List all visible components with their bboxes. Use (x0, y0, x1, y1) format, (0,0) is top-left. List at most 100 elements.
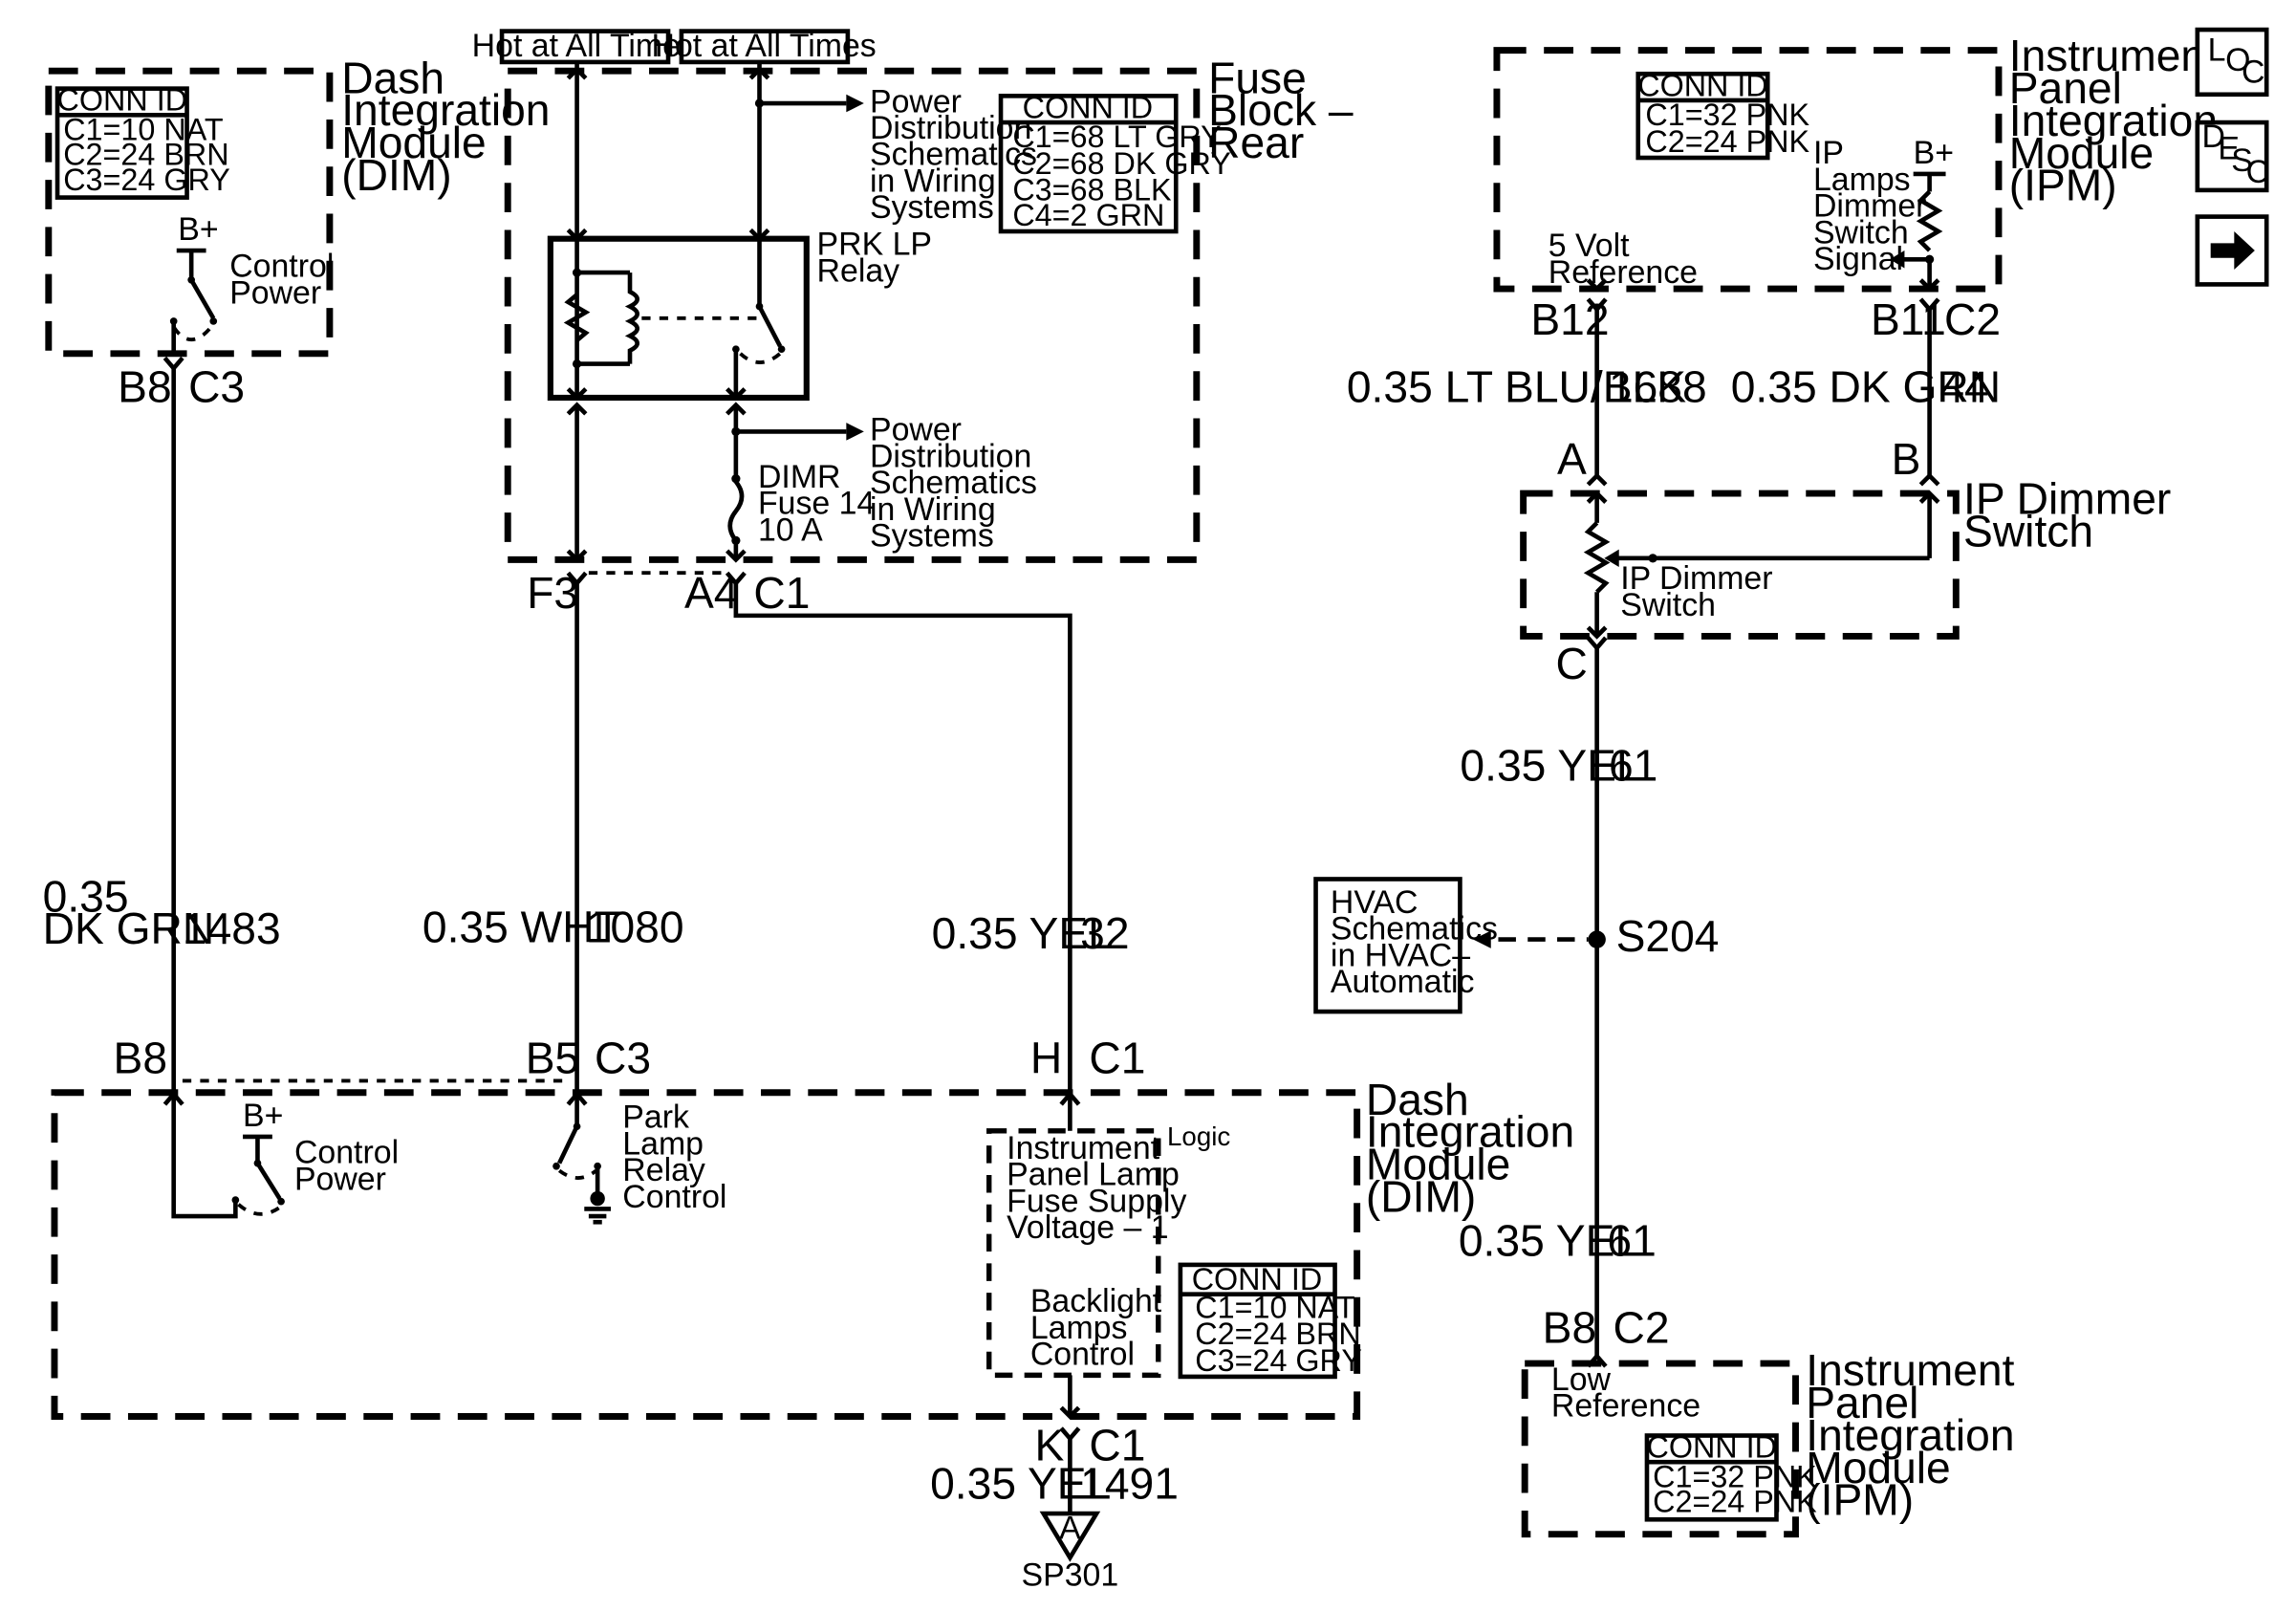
logic-block: Instrument Panel Lamp Fuse Supply Voltag… (986, 1128, 1186, 1379)
wire-1491-circuit: 1491 (1080, 1459, 1179, 1509)
svg-text:C1=10 NAT: C1=10 NAT (63, 113, 223, 147)
ipm-top-conn-id: CONN ID C1=32 PNK C2=24 PNK (1635, 68, 1809, 161)
fuse-block-conn-id: CONN ID C1=68 LT GRY C2=68 DK GRY C3=68 … (998, 90, 1231, 234)
fuse-block-title: Fuse Block – Rear (1208, 53, 1365, 167)
ipm-signal-label: IP Lamps Dimmer Switch Signal (1813, 135, 1936, 277)
wire-1688-circuit: 1688 (1609, 362, 1707, 412)
fuse-label: DIMR Fuse 14 10 A (758, 459, 884, 548)
dim-top-connector: C3 (188, 362, 245, 412)
dim-pin-h: H (1030, 1034, 1062, 1083)
dim-pin-k-connector: C1 (1089, 1421, 1145, 1470)
loc-button[interactable]: L O C (2195, 27, 2269, 98)
svg-text:C4=2 GRN: C4=2 GRN (1012, 198, 1164, 232)
svg-text:CONN ID: CONN ID (1637, 68, 1768, 102)
ipm-reference-label: 5 Volt Reference (1549, 228, 1698, 291)
dim-bottom-title: Dash Integration Module (DIM) (1366, 1075, 1587, 1222)
bplus-label: B+ (1914, 135, 1954, 171)
splice-s204 (1588, 930, 1606, 948)
wire-61-circuit-upper: 61 (1609, 740, 1657, 790)
wire-1483-circuit: 1483 (183, 903, 281, 953)
ipm-connector-c2: C2 (1944, 294, 2001, 344)
prk-lp-relay (547, 228, 810, 402)
ip-dimmer-inner-label: IP Dimmer Switch (1620, 560, 1782, 623)
power-dist-2: Power Distribution Schematics in Wiring … (870, 412, 1046, 555)
wire-44-circuit: 44 (1939, 362, 1988, 412)
wire-32-circuit: 32 (1080, 908, 1129, 958)
next-button[interactable] (2195, 214, 2269, 287)
svg-text:C: C (2246, 154, 2269, 190)
bplus-label: B+ (178, 211, 218, 248)
dim-bottom-module: Dash Integration Module (DIM) B+ Control… (51, 1075, 1587, 1420)
svg-text:CONN ID: CONN ID (1646, 1430, 1777, 1465)
control-power-label: Control Power (294, 1135, 408, 1198)
arrow-right-icon (2210, 231, 2255, 271)
dim-pin-b5: B5 (526, 1034, 580, 1083)
wire-32 (733, 582, 1072, 1090)
wire-44-size: 0.35 DK GRN (1731, 362, 2001, 412)
svg-text:Hot at All Times: Hot at All Times (472, 28, 697, 64)
power-dist-1: Power Distribution Schematics in Wiring … (870, 83, 1046, 226)
ipm-top-module: Instrument Panel Integration Module (IPM… (1493, 31, 2230, 293)
wire-1491-size: 0.35 YEL (930, 1459, 1111, 1509)
dimmer-pin-a: A (1557, 434, 1587, 484)
ip-dimmer-title: IP Dimmer Switch (1963, 474, 2183, 556)
wire-1483-size: 0.35 (43, 871, 129, 921)
ground-icon (584, 1190, 611, 1225)
svg-text:O: O (2225, 42, 2250, 78)
svg-text:C2=68 DK GRY: C2=68 DK GRY (1012, 146, 1231, 181)
fuse-block-rear: Fuse Block – Rear CONN ID C1=68 LT GRY C… (504, 53, 1365, 563)
splice-s204-label: S204 (1616, 911, 1720, 961)
wire-32-size: 0.35 YEL (932, 908, 1113, 958)
dimmer-pin-b: B (1892, 434, 1921, 484)
dim-pin-c3: C3 (595, 1034, 651, 1083)
svg-text:CONN ID: CONN ID (57, 83, 188, 118)
ipm-bottom-pin: B8 (1543, 1303, 1597, 1353)
dimmer-pin-c: C (1556, 639, 1588, 688)
ipm-bottom-conn-id: CONN ID C1=32 PNK C2=24 PNK (1644, 1430, 1817, 1522)
bplus-label: B+ (243, 1098, 283, 1134)
relay-label: PRK LP Relay (817, 227, 942, 290)
hot-at-all-times-1: Hot at All Times (472, 28, 697, 65)
svg-text:D: D (2201, 119, 2224, 155)
ipm-bottom-title: Instrument Panel Integration Module (IPM… (1806, 1345, 2026, 1524)
svg-text:HVAC Schematics in: HVAC Schematics in HVAC– Automatic (1331, 884, 1506, 1000)
logic-label: Logic (1167, 1121, 1230, 1151)
dim-top-pin: B8 (118, 362, 172, 412)
wire-1080-size: 0.35 WHT (422, 903, 621, 952)
svg-text:SP301: SP301 (1022, 1557, 1119, 1594)
hot-at-all-times-2: Hot at All Times (652, 28, 877, 65)
dim-pin-k: K (1034, 1421, 1064, 1470)
wire-1080-circuit: 1080 (586, 903, 684, 952)
fuse-icon (727, 474, 745, 545)
svg-text:Backlight Lamps: Backlight Lamps Control (1030, 1283, 1171, 1372)
svg-text:C2=24 PNK: C2=24 PNK (1653, 1485, 1817, 1519)
svg-text:C3=24 GRY: C3=24 GRY (1195, 1343, 1362, 1378)
ip-dimmer-switch: IP Dimmer Switch IP Dimmer Switch (1520, 474, 2183, 640)
dim-top-conn-id: CONN ID C1=10 NAT C2=24 BRN C3=24 GRY (54, 83, 230, 200)
svg-text:C1=10 NAT: C1=10 NAT (1195, 1290, 1354, 1324)
svg-text:A: A (1059, 1510, 1081, 1546)
svg-text:C3=24 GRY: C3=24 GRY (63, 163, 230, 197)
dim-top-module: Dash Integration Module (DIM) CONN ID C1… (45, 53, 562, 358)
fuse-connector: C1 (753, 568, 810, 618)
wire-1688-size: 0.35 LT BLU/BLK (1347, 362, 1686, 412)
desc-button[interactable]: D E S C (2195, 119, 2269, 193)
svg-text:C3=68 BLK: C3=68 BLK (1012, 173, 1172, 207)
dim-bottom-conn-id: CONN ID C1=10 NAT C2=24 BRN C3=24 GRY (1178, 1262, 1362, 1380)
dim-pin-b8: B8 (114, 1034, 168, 1083)
dim-top-title: Dash Integration Module (DIM) (341, 53, 562, 200)
ipm-bottom-module: Instrument Panel Integration Module (IPM… (1521, 1345, 2026, 1538)
ipm-bottom-connector: C2 (1614, 1303, 1670, 1353)
svg-text:C1=32 PNK: C1=32 PNK (1653, 1459, 1817, 1493)
svg-text:C1=32 PNK: C1=32 PNK (1645, 98, 1809, 132)
ipm-top-title: Instrument Panel Integration Module (IPM… (2009, 31, 2230, 209)
svg-text:C2=24 BRN: C2=24 BRN (1195, 1317, 1360, 1351)
wire-61-circuit-lower: 61 (1607, 1216, 1656, 1266)
svg-text:C: C (2242, 54, 2264, 90)
wire-61-size-upper: 0.35 YEL (1460, 740, 1640, 790)
svg-text:CONN ID: CONN ID (1192, 1262, 1323, 1296)
svg-text:Hot at All Times: Hot at All Times (652, 28, 877, 64)
hvac-reference: HVAC Schematics in HVAC– Automatic (1313, 877, 1506, 1014)
control-power-label: Control Power (229, 249, 343, 312)
svg-text:C2=24 BRN: C2=24 BRN (63, 138, 228, 172)
